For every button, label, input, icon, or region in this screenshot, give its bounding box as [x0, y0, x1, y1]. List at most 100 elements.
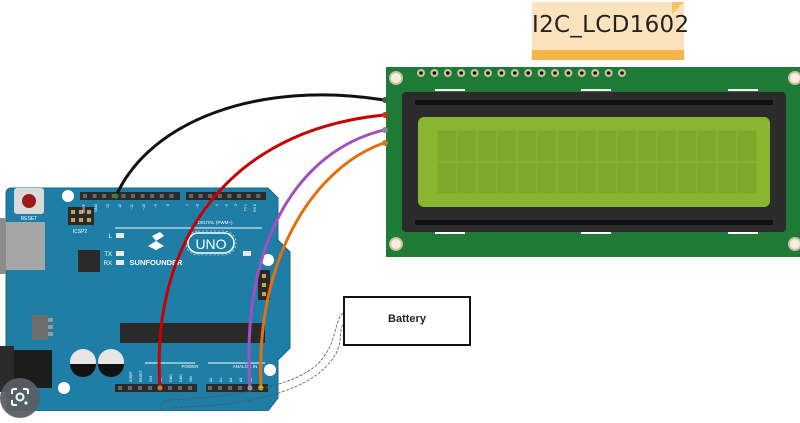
reset-button: RESET: [14, 188, 44, 222]
header-pin: [102, 194, 107, 198]
lcd-pin-hole: [499, 71, 504, 75]
lcd-pin-hole: [526, 71, 530, 75]
battery-wires: [160, 312, 344, 412]
lcd-pin-hole: [513, 71, 517, 75]
header-pin: [237, 194, 241, 198]
brand-label: SUNFOUNDER: [130, 258, 184, 267]
microcontroller-chip: [120, 323, 265, 343]
pin-label: A2: [229, 378, 233, 382]
battery-box: Battery: [343, 296, 471, 346]
header-pin: [208, 194, 213, 198]
header-pin: [246, 194, 251, 198]
pin-label: ~9: [154, 204, 158, 208]
capacitors: [70, 349, 124, 377]
lcd-label-note: I2C_LCD1602: [532, 2, 690, 60]
lcd-character-cell: [517, 162, 537, 194]
battery-label: Battery: [388, 313, 426, 325]
google-lens-button[interactable]: [0, 378, 40, 418]
gnd-wire: [114, 93, 385, 197]
lcd-character-cell: [497, 162, 517, 194]
header-pin: [159, 194, 164, 198]
led-label-rx: RX: [104, 261, 112, 267]
vcc-wire: [157, 113, 385, 389]
note-fold: [672, 2, 684, 14]
lcd-pin-hole: [606, 71, 611, 75]
lcd-pin-hole: [419, 71, 423, 75]
lcd-pin-hole: [472, 71, 477, 75]
lcd-screen: [418, 117, 770, 207]
pin-label: 4: [215, 204, 219, 206]
pin-label: A3: [239, 378, 243, 382]
status-leds: L TX RX: [104, 233, 251, 267]
usb-port: [0, 222, 45, 270]
lcd-pin-hole: [593, 71, 597, 75]
voltage-regulator: [32, 315, 53, 340]
header-pin: [138, 386, 142, 390]
header-pin: [178, 386, 182, 390]
note-bar: [532, 50, 684, 60]
lcd-pin-hole: [620, 71, 624, 75]
lcd-character-cell: [677, 162, 697, 194]
header-pin: [256, 194, 261, 198]
header-pin: [227, 194, 232, 198]
pin-label: 8: [166, 204, 170, 206]
pin-label: AREF: [82, 204, 86, 213]
pin-label: GND: [94, 204, 98, 212]
pin-label: GND: [169, 374, 173, 382]
header-pin: [218, 386, 222, 390]
uno-badge: UNO: [185, 230, 237, 256]
lcd-character-cell: [597, 162, 617, 194]
sunfounder-logo: SUNFOUNDER: [130, 232, 184, 267]
lcd-character-cell: [697, 130, 717, 162]
lcd-pin-row: [417, 69, 626, 77]
header-pin: [83, 194, 87, 198]
arduino-board: RESET ICSP2 L TX RX: [0, 187, 291, 412]
header-pin: [121, 194, 126, 198]
lcd-character-cell: [637, 162, 657, 194]
power-header-label: POWER: [181, 364, 199, 369]
lcd-label: I2C_LCD1602: [532, 12, 690, 38]
lcd-character-cell: [717, 162, 737, 194]
pin-label: 13: [106, 204, 110, 208]
pin-label: A1: [219, 378, 223, 382]
lcd-character-cell: [557, 162, 577, 194]
pin-label: 2: [234, 204, 238, 206]
lcd-character-cell: [537, 162, 557, 194]
header-pin: [238, 386, 242, 390]
analog-header-label: ANALOG IN: [233, 364, 258, 369]
lcd-character-cell: [737, 130, 757, 162]
header-pin: [128, 386, 132, 390]
model-label: UNO: [195, 236, 226, 252]
header-pin: [208, 386, 212, 390]
lcd-character-cell: [657, 130, 677, 162]
header-pin: [131, 194, 135, 198]
lcd-character-grid: [437, 130, 757, 194]
header-pin: [188, 386, 192, 390]
sda-wire: [247, 128, 385, 389]
pin-label: IOREF: [129, 371, 133, 382]
pin-label: ~10: [142, 204, 146, 210]
side-header: [258, 270, 270, 300]
pin-label: 3V3: [149, 376, 153, 382]
lcd-character-cell: [537, 130, 557, 162]
digital-header-label: DIGITAL (PWM~): [198, 220, 233, 225]
lcd-character-cell: [677, 130, 697, 162]
header-pin: [198, 194, 203, 198]
lcd-pin-hole: [553, 71, 557, 75]
lcd-character-cell: [597, 130, 617, 162]
lcd-character-cell: [577, 162, 597, 194]
lcd-character-cell: [617, 130, 637, 162]
lcd-character-cell: [497, 130, 517, 162]
pin-label: 12: [118, 204, 122, 208]
lcd-pin-hole: [566, 71, 571, 75]
header-pin: [148, 386, 152, 390]
pin-label: ~6: [196, 204, 200, 208]
pin-label: ~11: [130, 204, 134, 210]
lcd-character-cell: [517, 130, 537, 162]
lcd-character-cell: [477, 130, 497, 162]
lcd-character-cell: [617, 162, 637, 194]
header-pin: [118, 386, 122, 390]
led-label-l: L: [109, 234, 113, 240]
